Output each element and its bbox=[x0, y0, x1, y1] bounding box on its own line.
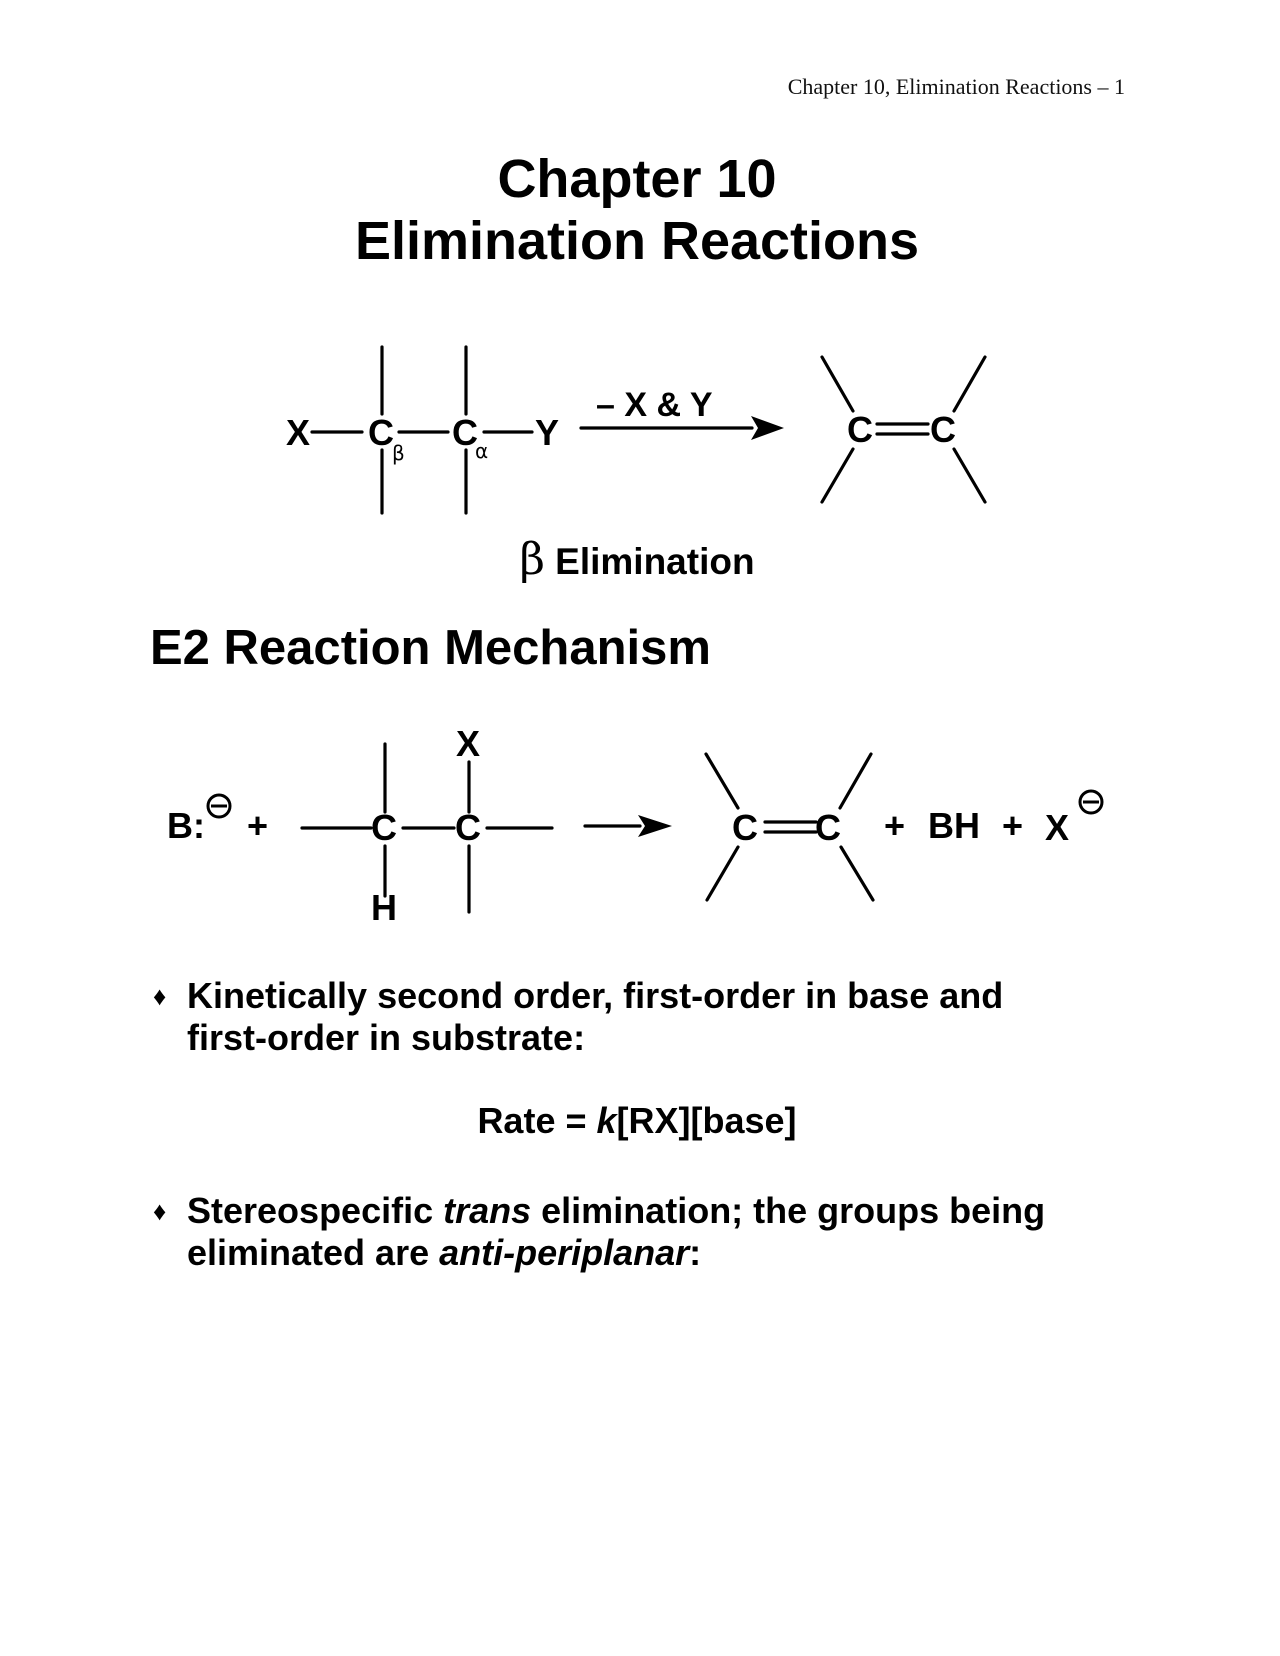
leaving-group-x: X bbox=[456, 723, 480, 764]
text-segment: : bbox=[689, 1232, 702, 1273]
beta-symbol: β bbox=[519, 534, 545, 585]
title-line-2: Elimination Reactions bbox=[354, 211, 920, 271]
plus-sign-1: + bbox=[247, 805, 268, 846]
rate-law: Rate = k[RX][base] bbox=[0, 1100, 1274, 1142]
carbon-beta-label: C bbox=[368, 412, 394, 453]
text-segment: eliminated are bbox=[187, 1232, 440, 1273]
negative-charge-icon bbox=[1078, 789, 1104, 815]
beta-elimination-diagram: X C C Y – X & Y C C β α bbox=[286, 345, 987, 515]
text-segment: elimination; the groups being bbox=[531, 1190, 1046, 1231]
rate-constant-k: k bbox=[596, 1100, 617, 1141]
x-group-label: X bbox=[286, 412, 310, 453]
italic-term-trans: trans bbox=[443, 1190, 532, 1231]
carbon-alpha-label: C bbox=[452, 412, 478, 453]
arrow-label: – X & Y bbox=[596, 386, 713, 424]
bullet-line-1: Stereospecific trans elimination; the gr… bbox=[187, 1190, 1113, 1232]
plus-sign-3: + bbox=[1002, 805, 1023, 846]
alpha-subscript: α bbox=[475, 439, 488, 463]
bullet-line-2: first-order in substrate: bbox=[187, 1017, 586, 1058]
byproduct-x: X bbox=[1045, 807, 1069, 848]
text-segment: Stereospecific bbox=[187, 1190, 444, 1231]
plus-sign-2: + bbox=[884, 805, 905, 846]
bullet-kinetics: ♦ Kinetically second order, first-order … bbox=[153, 975, 1113, 1059]
bullet-line-1: Kinetically second order, first-order in… bbox=[187, 975, 1004, 1016]
bullet-line-2: eliminated are anti-periplanar: bbox=[187, 1232, 1113, 1274]
diamond-bullet-icon: ♦ bbox=[153, 981, 167, 1011]
product-carbon-1: C bbox=[847, 409, 873, 450]
page-title: Chapter 10 Elimination Reactions bbox=[0, 148, 1274, 272]
e2-mechanism-diagram: B: + X C C H C C + BH + X bbox=[167, 723, 1104, 928]
y-group-label: Y bbox=[535, 412, 559, 453]
running-header: Chapter 10, Elimination Reactions – 1 bbox=[787, 74, 1125, 99]
caption-text: Elimination bbox=[544, 541, 755, 582]
byproduct-bh: BH bbox=[928, 805, 980, 846]
e2-product-carbon-2: C bbox=[815, 807, 841, 848]
hydrogen-label: H bbox=[371, 887, 397, 928]
title-line-1: Chapter 10 bbox=[497, 149, 777, 209]
carbon-right-label: C bbox=[455, 807, 481, 848]
diamond-bullet-icon: ♦ bbox=[153, 1196, 167, 1226]
section-heading: E2 Reaction Mechanism bbox=[150, 621, 711, 675]
e2-product-carbon-1: C bbox=[732, 807, 758, 848]
beta-elimination-caption: β Elimination bbox=[0, 534, 1274, 585]
beta-subscript: β bbox=[392, 441, 405, 465]
rate-law-concentrations: [RX][base] bbox=[616, 1100, 797, 1141]
rate-law-prefix: Rate = bbox=[477, 1100, 597, 1141]
product-carbon-2: C bbox=[930, 409, 956, 450]
bullet-stereospecific: ♦ Stereospecific trans elimination; the … bbox=[153, 1190, 1113, 1274]
carbon-left-label: C bbox=[371, 807, 397, 848]
italic-term-anti-periplanar: anti-periplanar bbox=[439, 1232, 690, 1273]
base-label: B: bbox=[167, 805, 205, 846]
negative-charge-icon bbox=[206, 793, 232, 819]
